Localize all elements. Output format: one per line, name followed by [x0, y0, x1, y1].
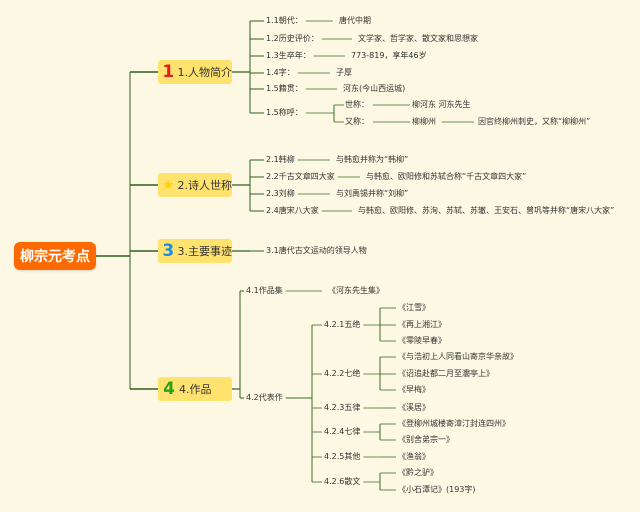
work-title[interactable]: 《溪居》 — [398, 403, 430, 412]
item-value[interactable]: 《河东先生集》 — [328, 286, 384, 295]
item-key[interactable]: 4.1作品集 — [246, 286, 283, 295]
item-key[interactable]: 1.2历史评价： — [266, 34, 319, 43]
item-value[interactable]: 唐代中期 — [339, 16, 371, 25]
branch-label: 1.人物简介 — [177, 66, 233, 79]
branch-label: 4.作品 — [179, 383, 212, 396]
genre-key[interactable]: 4.2.3五律 — [324, 403, 361, 412]
branch-number: 3 — [162, 241, 175, 261]
genre-key[interactable]: 4.2.5其他 — [324, 452, 361, 461]
root-node[interactable]: 柳宗元考点 — [14, 242, 96, 270]
work-title[interactable]: 《早梅》 — [398, 385, 430, 394]
branch-label: 2.诗人世称 — [177, 179, 233, 192]
sub-key[interactable]: 世称： — [345, 100, 369, 109]
item-value[interactable]: 与韩愈并称为“韩柳” — [336, 155, 409, 164]
genre-key[interactable]: 4.2.1五绝 — [324, 320, 361, 329]
item-value[interactable]: 与韩愈、欧阳修和苏轼合称“千古文章四大家” — [366, 172, 527, 181]
work-title[interactable]: 《小石潭记》(193字) — [398, 485, 476, 494]
item-value[interactable]: 子厚 — [336, 68, 352, 77]
item-key[interactable]: 2.3刘柳 — [266, 189, 295, 198]
work-title[interactable]: 《渔翁》 — [398, 452, 430, 461]
item-value[interactable]: 文学家、哲学家、散文家和思想家 — [358, 34, 478, 43]
sub-extra[interactable]: 因官终柳州刺史，又称“柳柳州” — [478, 117, 591, 126]
work-title[interactable]: 《黔之驴》 — [398, 468, 438, 477]
work-title[interactable]: 《再上湘江》 — [398, 320, 446, 329]
work-title[interactable]: 《江雪》 — [398, 303, 430, 312]
item-key[interactable]: 1.3生卒年： — [266, 51, 311, 60]
genre-key[interactable]: 4.2.2七绝 — [324, 369, 361, 378]
branch-label: 3.主要事迹 — [177, 245, 233, 258]
item-key[interactable]: 4.2代表作 — [246, 393, 283, 402]
work-title[interactable]: 《登柳州城楼寄漳汀封连四州》 — [398, 419, 510, 428]
item-value[interactable]: 773-819，享年46岁 — [351, 51, 427, 60]
work-title[interactable]: 《诏追赴都二月至灞亭上》 — [398, 369, 494, 378]
genre-key[interactable]: 4.2.4七律 — [324, 427, 361, 436]
sub-value[interactable]: 柳河东 河东先生 — [412, 100, 471, 109]
item-value[interactable]: 与韩愈、欧阳修、苏洵、苏轼、苏辙、王安石、曾巩等并称“唐宋八大家” — [358, 206, 615, 215]
work-title[interactable]: 《零陵早春》 — [398, 336, 446, 345]
work-title[interactable]: 《与浩初上人同看山寄京华亲故》 — [398, 352, 518, 361]
branch-number: 1 — [162, 62, 175, 82]
item-value[interactable]: 河东(今山西运城) — [343, 84, 406, 93]
work-title[interactable]: 《别舍弟宗一》 — [398, 435, 454, 444]
item-key[interactable]: 1.4字： — [266, 68, 295, 77]
branch-node-2[interactable]: ★2.诗人世称 — [158, 173, 232, 197]
item-key[interactable]: 2.1韩柳 — [266, 155, 295, 164]
branch-number: 4 — [163, 379, 175, 399]
item-key[interactable]: 2.4唐宋八大家 — [266, 206, 319, 215]
item-key[interactable]: 2.2千古文章四大家 — [266, 172, 335, 181]
sub-key[interactable]: 又称： — [345, 117, 369, 126]
item-key[interactable]: 1.1朝代： — [266, 16, 303, 25]
item-value[interactable]: 与刘禹锡并称“刘柳” — [336, 189, 409, 198]
item-key[interactable]: 3.1唐代古文运动的领导人物 — [266, 246, 367, 255]
star-icon: ★ — [162, 177, 175, 193]
sub-value[interactable]: 柳柳州 — [412, 117, 436, 126]
item-key[interactable]: 1.5称呼： — [266, 108, 303, 117]
branch-node-4[interactable]: 4 4.作品 — [158, 377, 232, 401]
item-key[interactable]: 1.5籍贯： — [266, 84, 303, 93]
genre-key[interactable]: 4.2.6散文 — [324, 477, 361, 486]
